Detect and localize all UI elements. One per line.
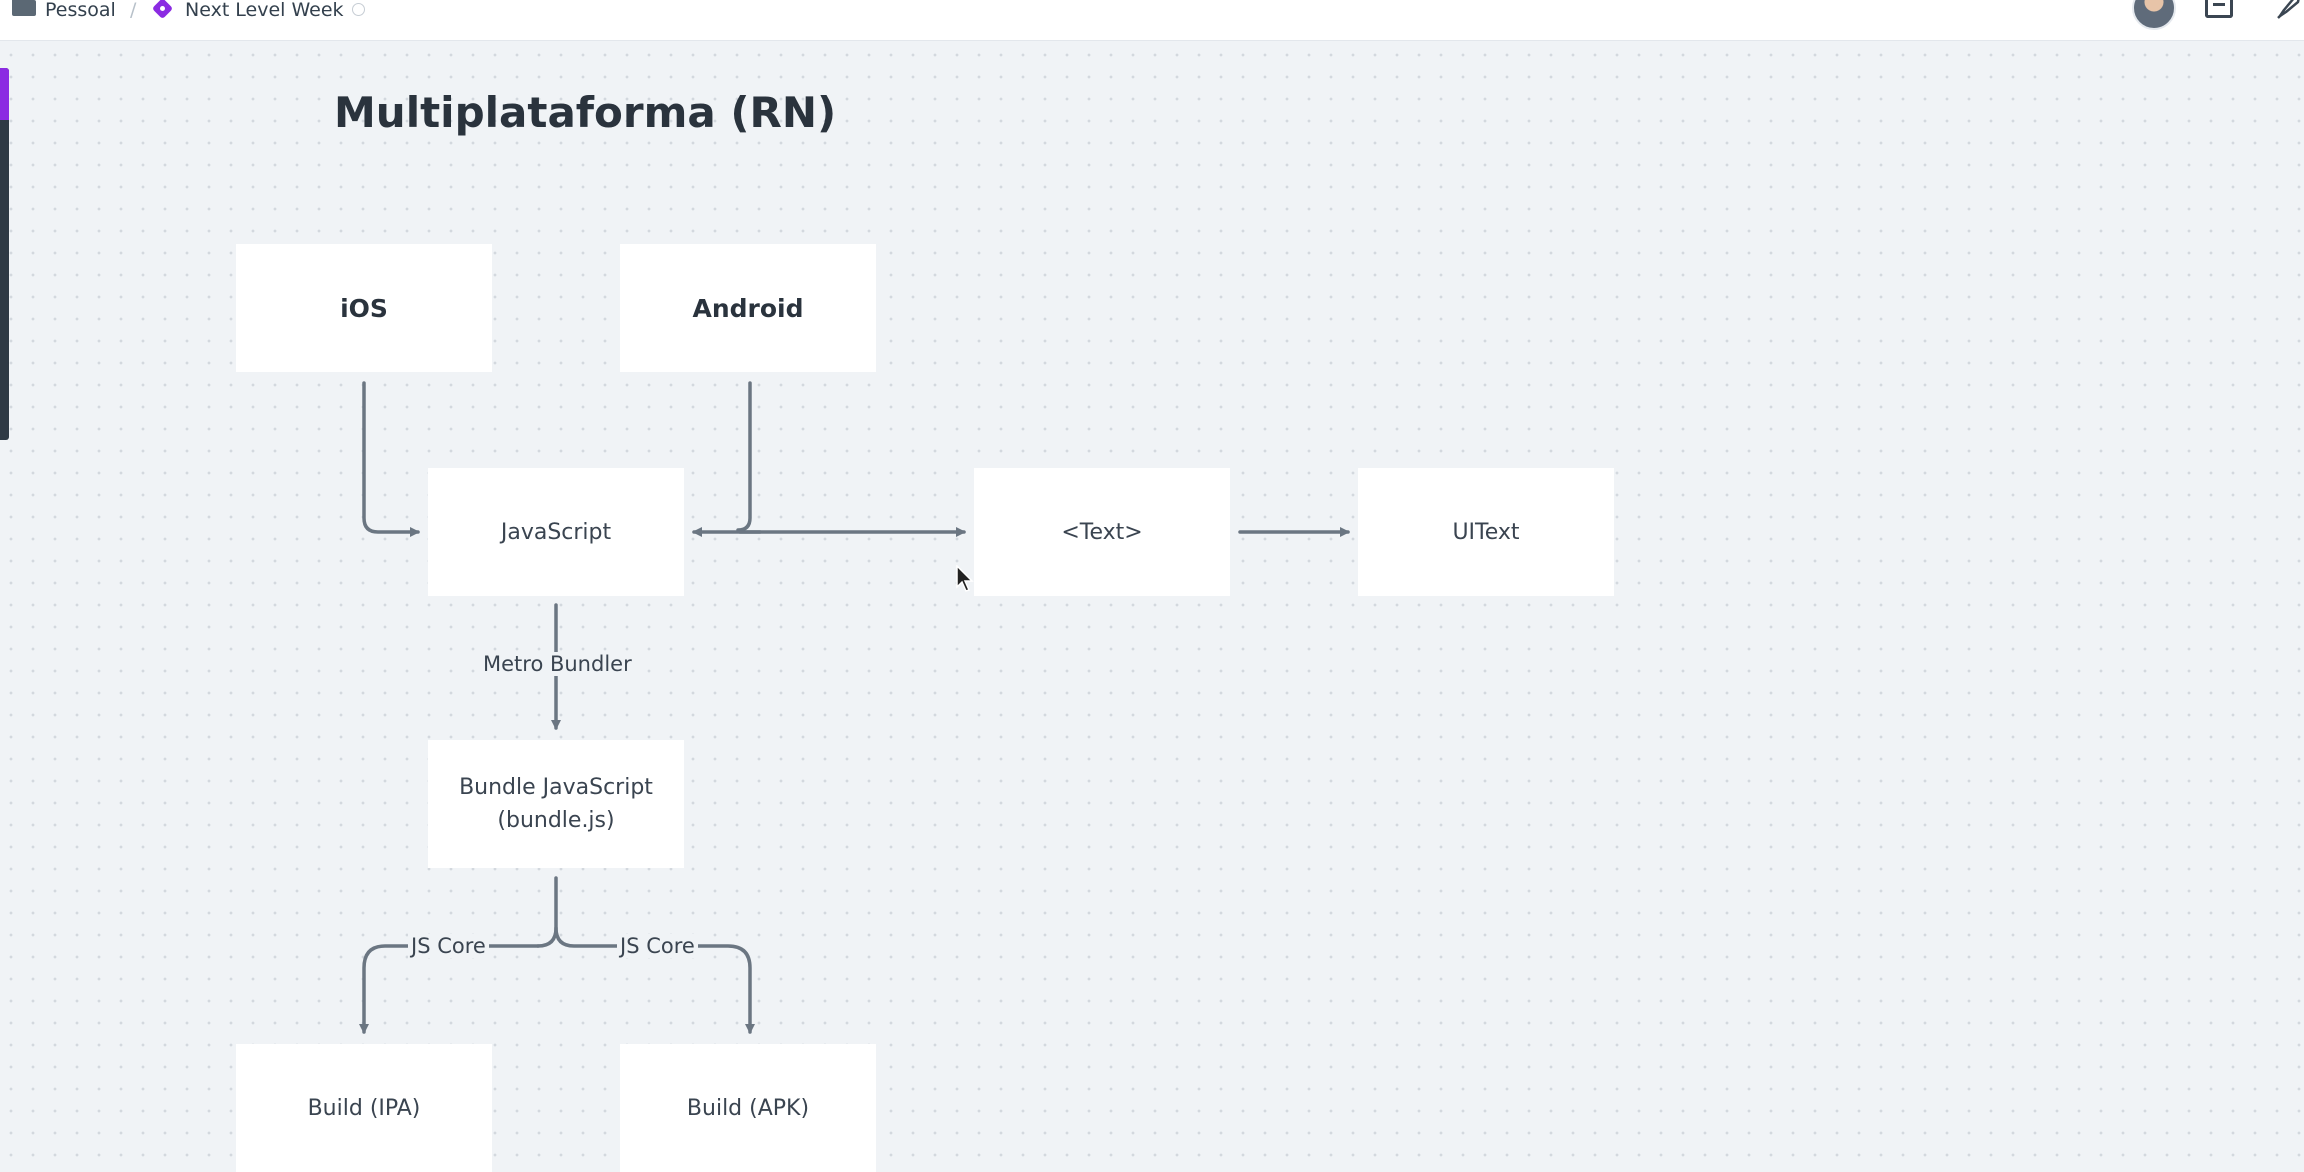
edge-ios-to-javascript [362,381,420,537]
node-text-component[interactable]: <Text> [974,468,1230,596]
edge-label-js-core-left[interactable]: JS Core [408,934,489,958]
left-toolbar-accent [0,68,9,120]
rocket-icon[interactable] [2274,0,2302,22]
edge-bundle-stem [536,876,558,948]
breadcrumb-separator: / [130,0,137,21]
diagram-title: Multiplataforma (RN) [334,88,837,137]
node-ios[interactable]: iOS [236,244,492,372]
edge-android-to-branch [736,381,752,532]
node-uitext[interactable]: UIText [1358,468,1614,596]
edge-to-build-ipa [359,944,540,1034]
left-toolbar[interactable] [0,68,9,440]
top-bar: Pessoal / Next Level Week [0,0,2304,41]
node-javascript[interactable]: JavaScript [428,468,684,596]
node-build-ipa[interactable]: Build (IPA) [236,1044,492,1172]
edge-bundle-right [554,926,755,1034]
breadcrumb-workspace[interactable]: Pessoal [45,0,116,21]
edge-label-metro-bundler[interactable]: Metro Bundler [480,652,635,676]
mouse-cursor-icon [956,565,974,592]
info-icon[interactable] [352,3,365,16]
edge-label-js-core-right[interactable]: JS Core [617,934,698,958]
node-bundle[interactable]: Bundle JavaScript (bundle.js) [428,740,684,868]
breadcrumb-project[interactable]: Next Level Week [185,0,344,21]
node-android[interactable]: Android [620,244,876,372]
node-build-apk[interactable]: Build (APK) [620,1044,876,1172]
folder-icon [12,0,36,16]
comments-icon[interactable] [2205,0,2233,18]
